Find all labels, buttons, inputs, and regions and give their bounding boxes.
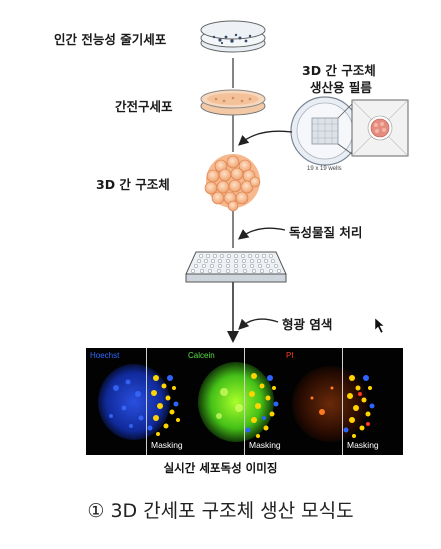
calcein-image [198, 362, 279, 442]
toxicant-label: 독성물질 처리 [289, 225, 363, 240]
imaging-caption: 실시간 세포독성 이미징 [163, 461, 278, 475]
step-organoid-label: 3D 간 구조체 [96, 177, 170, 192]
toxicant-arrow [237, 227, 286, 240]
pi-image [292, 366, 375, 442]
masking-label: Masking [347, 440, 379, 450]
hoechst-label: Hoechst [90, 351, 120, 360]
well-plate-icon [185, 251, 287, 283]
masking-label: Masking [249, 440, 281, 450]
zoom-line [337, 143, 353, 155]
masking-label: Masking [151, 440, 183, 450]
figure-title: ① 3D 간세포 구조체 생산 모식도 [87, 500, 354, 522]
hepatocyte-dish-icon [200, 89, 266, 116]
staining-arrow [238, 318, 279, 330]
mask-divider [146, 348, 147, 455]
step-hepatocytes-label: 간전구세포 [115, 99, 173, 114]
staining-label: 형광 염색 [282, 317, 333, 332]
film-label-line2: 생산용 필름 [310, 80, 372, 95]
film-wells-label: 19 x 19 wells [307, 166, 342, 172]
stem-cell-dish-icon [200, 20, 266, 53]
imaging-panel-pi: PI Masking [282, 348, 403, 455]
mask-divider [342, 348, 343, 455]
zoom-line [337, 103, 353, 119]
film-label-line1: 3D 간 구조체 [302, 63, 376, 78]
film-arrow [238, 130, 293, 146]
hoechst-image [98, 364, 180, 440]
mask-divider [244, 348, 245, 455]
step-stem-cells-label: 인간 전능성 줄기세포 [54, 32, 167, 47]
liver-organoid-icon [204, 154, 261, 212]
pi-label: PI [286, 351, 294, 360]
cursor-icon [374, 317, 385, 334]
calcein-label: Calcein [188, 351, 215, 360]
well-closeup-icon [351, 99, 409, 157]
